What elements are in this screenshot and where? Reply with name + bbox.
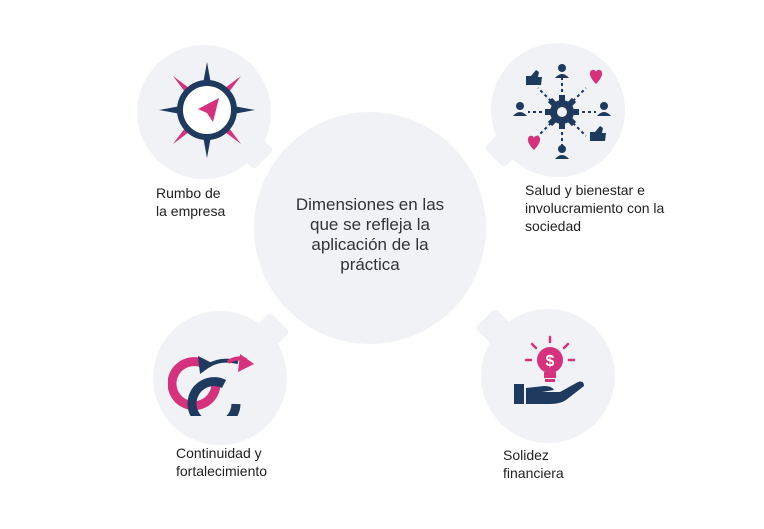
dimension-label-rumbo: Rumbo de la empresa: [156, 185, 226, 219]
hand-dollar-bulb-icon: $: [514, 335, 584, 404]
compass-icon: [159, 62, 255, 158]
infinity-arrows-icon: [168, 354, 254, 416]
dimension-label-continuidad: Continuidad y fortalecimiento: [176, 445, 268, 479]
center-title: Dimensiones en las que se refleja la apl…: [295, 195, 445, 274]
network-gear-icon: [513, 64, 611, 159]
dimension-label-salud: Salud y bienestar e involucramiento con …: [525, 182, 665, 234]
center-bubble: [254, 112, 486, 344]
dimension-label-solidez: Solidez financiera: [503, 447, 564, 481]
svg-text:$: $: [546, 353, 555, 370]
